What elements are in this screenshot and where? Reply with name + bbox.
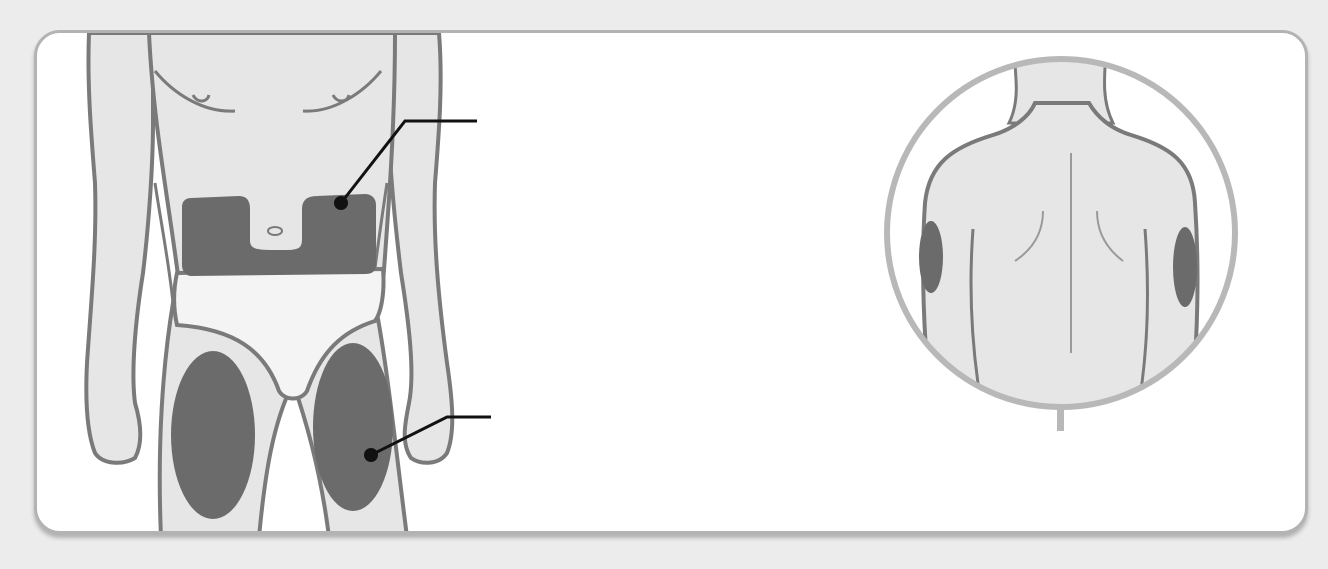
diagram-panel [34,30,1308,534]
left-upper-arm-injection-zone [919,221,943,293]
injection-sites-diagram [37,33,1305,531]
abdomen-callout-dot [334,196,348,210]
thigh-callout-dot [364,448,378,462]
navel [268,227,282,235]
left-thigh-injection-zone [171,351,255,519]
left-arm [86,33,153,463]
right-thigh-injection-zone [313,343,393,511]
front-body-figure [86,33,452,531]
right-upper-arm-injection-zone [1173,227,1197,307]
right-arm [389,33,452,463]
back-view-inset [887,43,1235,431]
